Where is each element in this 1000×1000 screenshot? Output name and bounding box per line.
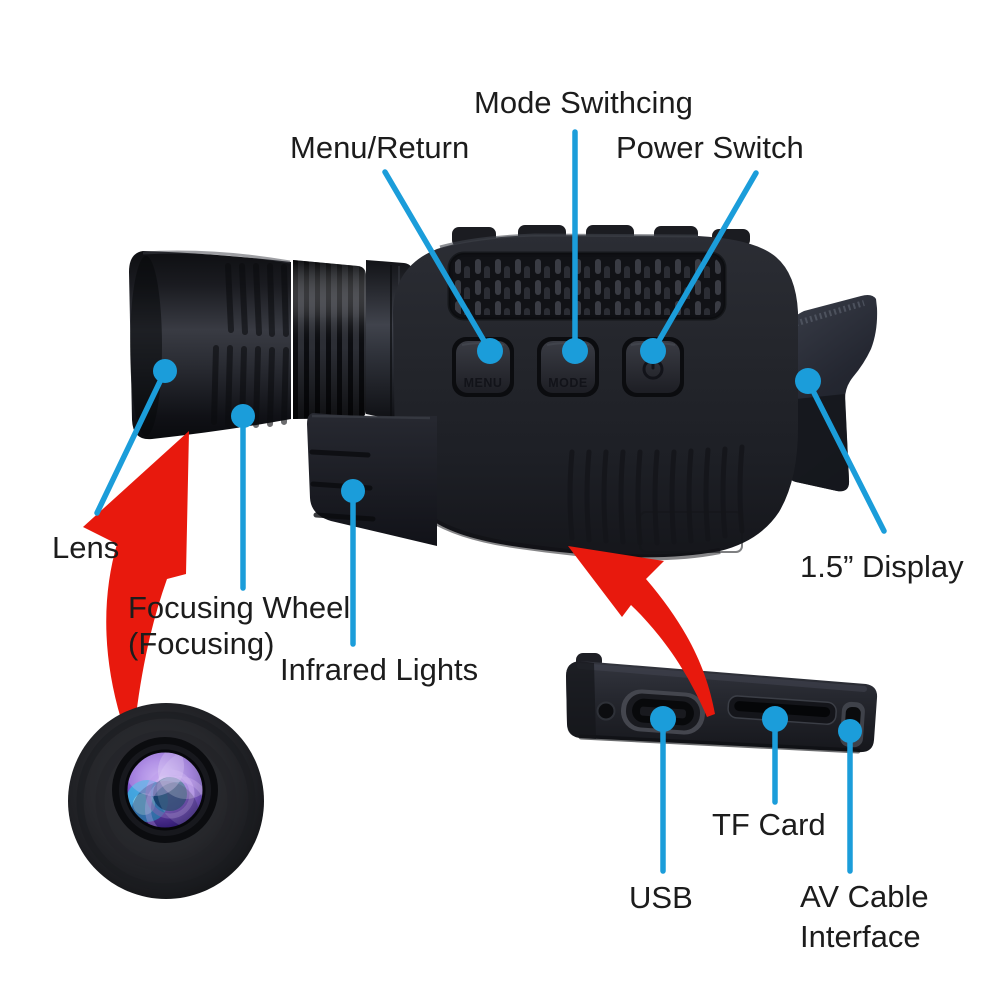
- callout-dot-usb: [650, 706, 676, 732]
- callout-dot-lens: [153, 359, 177, 383]
- menu-button-label: MENU: [464, 376, 503, 390]
- arrow-to-body-bottom: [568, 546, 715, 717]
- callout-dot-mode: [562, 338, 588, 364]
- label-menu-return: Menu/Return: [290, 130, 470, 165]
- label-usb: USB: [629, 880, 693, 915]
- mode-button-label: MODE: [548, 376, 588, 390]
- eyecup-ribs: [211, 263, 289, 428]
- label-focusing-wheel-line1: Focusing Wheel: [128, 590, 351, 625]
- label-tf-card: TF Card: [712, 807, 826, 842]
- callout-dot-infrared: [341, 479, 365, 503]
- label-power-switch: Power Switch: [616, 130, 804, 165]
- screw-hole: [596, 701, 616, 721]
- callout-dot-power: [640, 338, 666, 364]
- lens-closeup-photo: [68, 703, 264, 899]
- battery-hatch-line: [639, 511, 743, 553]
- power-button: [622, 337, 684, 397]
- label-av-cable-line1: AV Cable: [800, 879, 929, 914]
- ports-bottom-view: [566, 653, 878, 754]
- callout-line-power: [650, 170, 759, 354]
- label-lens: Lens: [52, 530, 120, 565]
- callout-dot-menu: [477, 338, 503, 364]
- label-display: 1.5” Display: [800, 549, 964, 584]
- callout-dot-display: [795, 368, 821, 394]
- eyecup: [129, 250, 291, 440]
- body-top-highlight: [439, 233, 699, 249]
- callout-dot-tf: [762, 706, 788, 732]
- callout-line-menu: [382, 169, 493, 354]
- focusing-wheel-ring: [293, 260, 366, 419]
- label-infrared-lights: Infrared Lights: [280, 652, 479, 687]
- callout-line-lens: [94, 368, 168, 516]
- label-focusing-wheel: Focusing Wheel (Focusing): [128, 590, 350, 662]
- label-focusing-wheel-line2: (Focusing): [128, 626, 275, 661]
- callout-dot-av: [838, 719, 862, 743]
- label-av-cable: AV Cable Interface: [800, 877, 929, 957]
- knurled-grip: [447, 251, 727, 321]
- callout-lines: [94, 129, 887, 874]
- callout-line-display: [805, 378, 887, 534]
- callout-dot-focusing: [231, 404, 255, 428]
- label-av-cable-line2: Interface: [800, 919, 921, 954]
- red-arrows: [83, 431, 715, 719]
- arrow-to-eyecup: [83, 431, 189, 719]
- display-unit: [784, 295, 878, 492]
- monocular-side-view: MENU MODE: [129, 225, 878, 561]
- label-mode-switching: Mode Swithcing: [474, 85, 693, 120]
- lens-glass-reflections: [126, 751, 204, 829]
- infrared-light-housing: [307, 413, 437, 546]
